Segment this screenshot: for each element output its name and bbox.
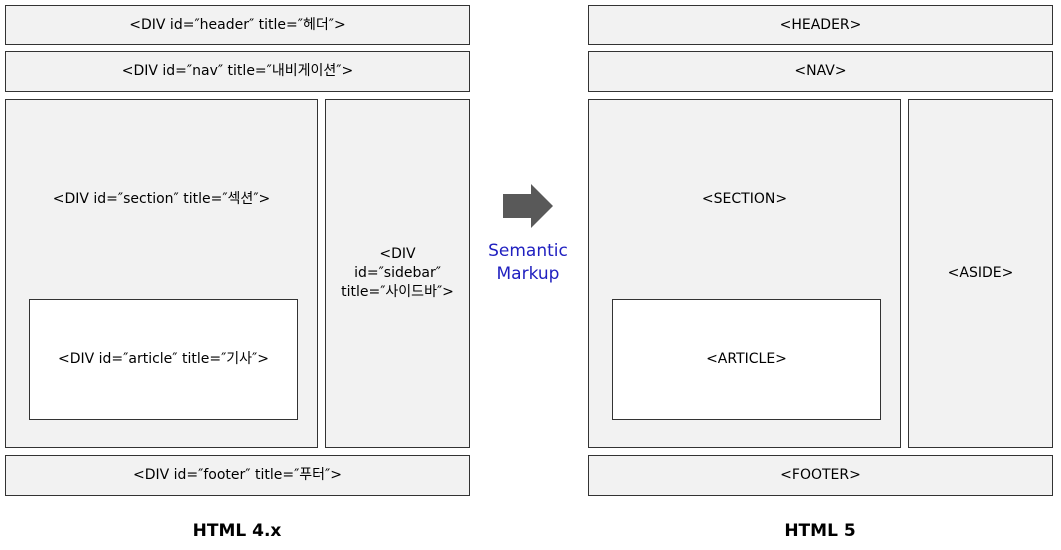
html4-sidebar-line3: title=″사이드바″> bbox=[341, 284, 454, 300]
html5-header-box: <HEADER> bbox=[588, 5, 1053, 45]
html5-article-box: <ARTICLE> bbox=[612, 299, 881, 420]
html4-nav-box: <DIV id=″nav″ title=″내비게이션″> bbox=[5, 51, 470, 92]
html4-sidebar-line2: id=″sidebar″ bbox=[354, 265, 441, 281]
html4-section-label: <DIV id=″section″ title=″섹션″> bbox=[52, 191, 271, 207]
html5-footer-box: <FOOTER> bbox=[588, 455, 1053, 496]
html4-footer-label: <DIV id=″footer″ title=″푸터″> bbox=[132, 467, 343, 483]
html5-nav-label: <NAV> bbox=[794, 63, 847, 79]
html5-article-label: <ARTICLE> bbox=[706, 351, 787, 367]
html5-header-label: <HEADER> bbox=[779, 16, 862, 33]
html5-section-label: <SECTION> bbox=[701, 191, 788, 207]
html4-caption: HTML 4.x bbox=[192, 521, 282, 541]
semantic-markup-line2: Markup bbox=[496, 264, 560, 284]
html4-footer-box: <DIV id=″footer″ title=″푸터″> bbox=[5, 455, 470, 496]
right-arrow-icon bbox=[503, 184, 553, 228]
html4-header-box: <DIV id=″header″ title=″헤더″> bbox=[5, 5, 470, 45]
html4-article-box: <DIV id=″article″ title=″기사″> bbox=[29, 299, 298, 420]
html4-article-label: <DIV id=″article″ title=″기사″> bbox=[57, 351, 270, 367]
html5-aside-label: <ASIDE> bbox=[947, 265, 1014, 281]
html4-header-label: <DIV id=″header″ title=″헤더″> bbox=[129, 16, 346, 33]
html5-footer-label: <FOOTER> bbox=[780, 467, 861, 483]
html4-sidebar-line1: <DIV bbox=[379, 246, 416, 262]
html5-caption: HTML 5 bbox=[784, 521, 856, 541]
html4-nav-label: <DIV id=″nav″ title=″내비게이션″> bbox=[121, 63, 354, 79]
semantic-markup-line1: Semantic bbox=[488, 241, 568, 261]
html4-sidebar-box: <DIV id=″sidebar″ title=″사이드바″> bbox=[325, 99, 470, 448]
semantic-markup-label: Semantic Markup bbox=[478, 240, 578, 286]
html5-aside-box: <ASIDE> bbox=[908, 99, 1053, 448]
html5-nav-box: <NAV> bbox=[588, 51, 1053, 92]
